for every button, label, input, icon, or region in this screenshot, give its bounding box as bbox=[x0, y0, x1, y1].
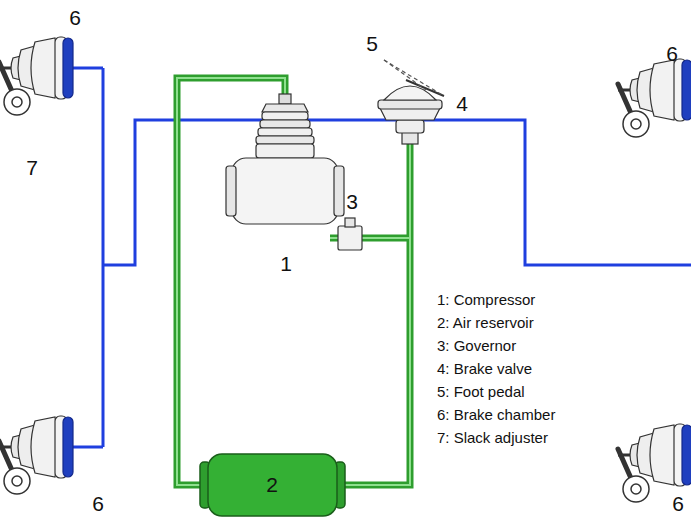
callout-number: 6 bbox=[672, 491, 684, 516]
key-text: 7: Slack adjuster bbox=[437, 429, 548, 447]
callout-number: 6 bbox=[92, 491, 104, 516]
callout-number: 5 bbox=[366, 31, 378, 56]
key-text: 1: Compressor bbox=[437, 291, 535, 309]
callout-number: 4 bbox=[456, 91, 468, 116]
key-text: 5: Foot pedal bbox=[437, 383, 525, 401]
key-text: 3: Governor bbox=[437, 337, 516, 355]
callout-number: 3 bbox=[346, 189, 358, 214]
key-text: 6: Brake chamber bbox=[437, 406, 555, 424]
callout-number: 2 bbox=[266, 472, 278, 497]
key-text: 4: Brake valve bbox=[437, 360, 532, 378]
callout-number: 7 bbox=[26, 155, 38, 180]
key-text: 2: Air reservoir bbox=[437, 314, 534, 332]
callout-number: 1 bbox=[280, 251, 292, 276]
callout-number: 6 bbox=[69, 5, 81, 30]
callout-number: 6 bbox=[666, 41, 678, 66]
